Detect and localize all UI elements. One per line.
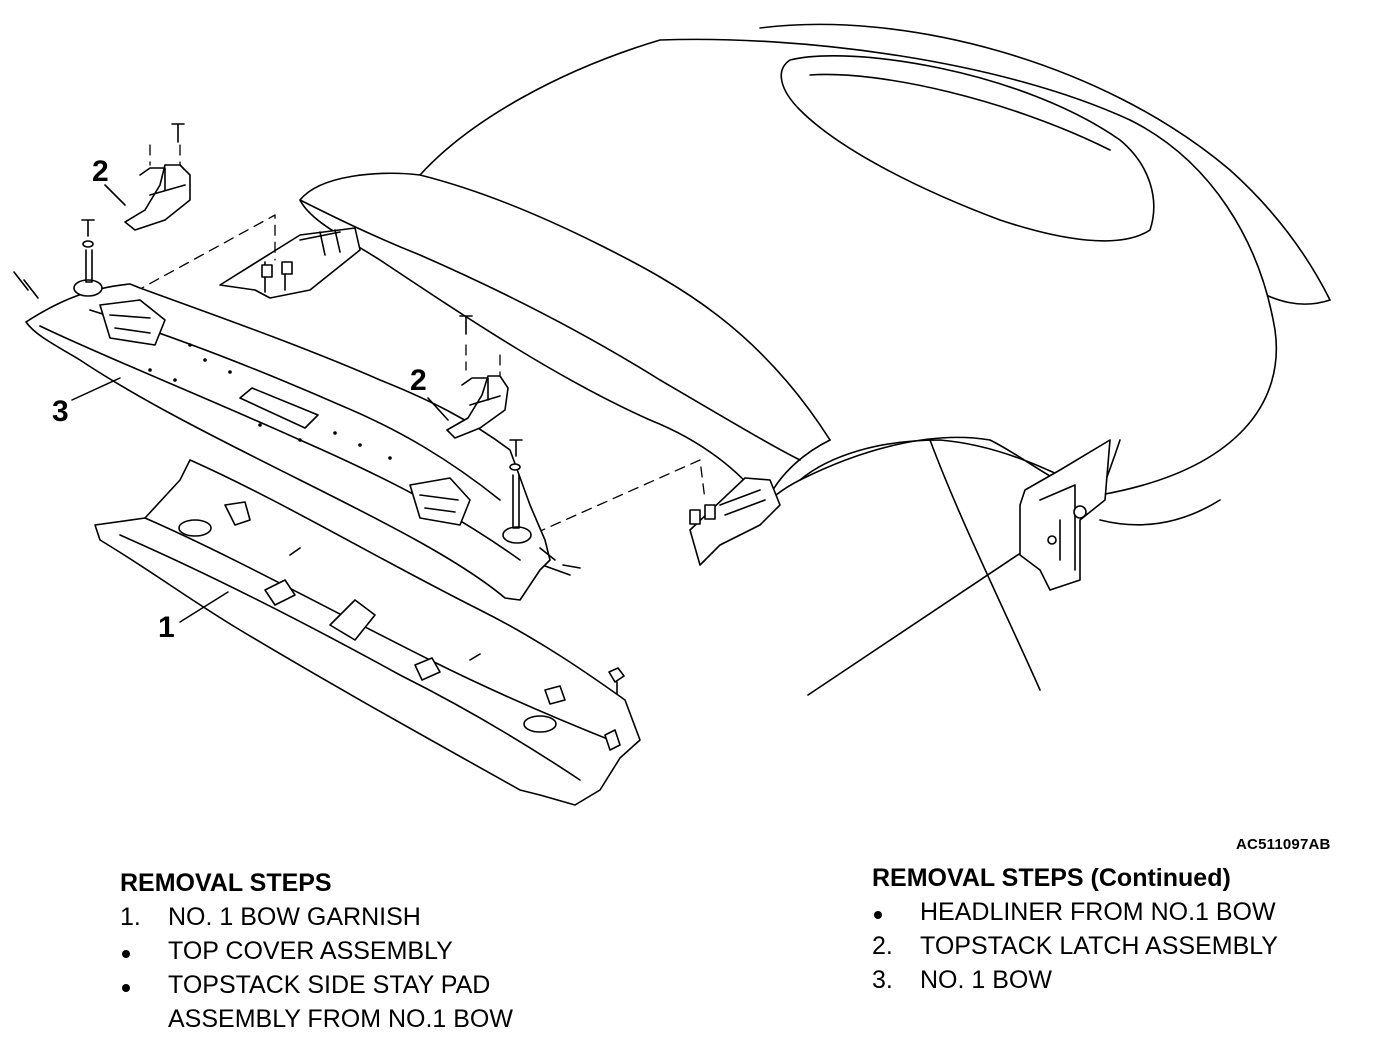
step-text: NO. 1 BOW [920, 966, 1052, 994]
callout-1: 1 [158, 611, 175, 644]
removal-steps-heading: REMOVAL STEPS [120, 869, 332, 897]
step-item: 1. NO. 1 BOW GARNISH [120, 900, 513, 934]
callout-2-upper: 2 [92, 155, 109, 188]
step-number: 1. [120, 903, 141, 931]
removal-steps-left: REMOVAL STEPS 1. NO. 1 BOW GARNISH TOP C… [120, 866, 513, 1036]
step-text: TOP COVER ASSEMBLY [168, 937, 453, 965]
step-number: 2. [872, 932, 893, 960]
step-text-continued: ASSEMBLY FROM NO.1 BOW [168, 1005, 513, 1033]
car-body-outline [759, 23, 1331, 696]
callout-2-middle: 2 [410, 364, 427, 397]
step-item: 3. NO. 1 BOW [872, 963, 1278, 997]
side-hinge-bracket [1019, 439, 1111, 591]
latch-receiver-left [219, 227, 361, 299]
figure-id: AC511097AB [1236, 836, 1331, 853]
bullet-icon [122, 984, 130, 992]
bullet-icon [122, 950, 130, 958]
step-number: 3. [872, 966, 893, 994]
no1-bow-garnish [94, 459, 641, 806]
step-item: TOP COVER ASSEMBLY [120, 934, 513, 968]
step-item: HEADLINER FROM NO.1 BOW [872, 895, 1278, 929]
removal-steps-right: REMOVAL STEPS (Continued) HEADLINER FROM… [872, 861, 1278, 997]
step-text: HEADLINER FROM NO.1 BOW [920, 898, 1276, 926]
exploded-view-diagram: 2 3 2 1 [13, 23, 1331, 806]
removal-steps-continued-heading: REMOVAL STEPS (Continued) [872, 864, 1231, 892]
topstack-latch-middle [427, 375, 509, 439]
step-text: NO. 1 BOW GARNISH [168, 903, 421, 931]
callout-3: 3 [52, 395, 69, 428]
callout-leaders [71, 377, 229, 623]
no1-bow [25, 279, 571, 601]
step-text: TOPSTACK SIDE STAY PAD [168, 971, 491, 999]
latch-receiver-right [689, 477, 781, 566]
topstack-latch-upper [104, 164, 191, 231]
callout-labels: 2 3 2 1 [52, 155, 427, 644]
step-text: TOPSTACK LATCH ASSEMBLY [920, 932, 1278, 960]
step-item: TOPSTACK SIDE STAY PAD ASSEMBLY FROM NO.… [120, 968, 513, 1036]
step-item: 2. TOPSTACK LATCH ASSEMBLY [872, 929, 1278, 963]
bullet-icon [874, 911, 882, 919]
